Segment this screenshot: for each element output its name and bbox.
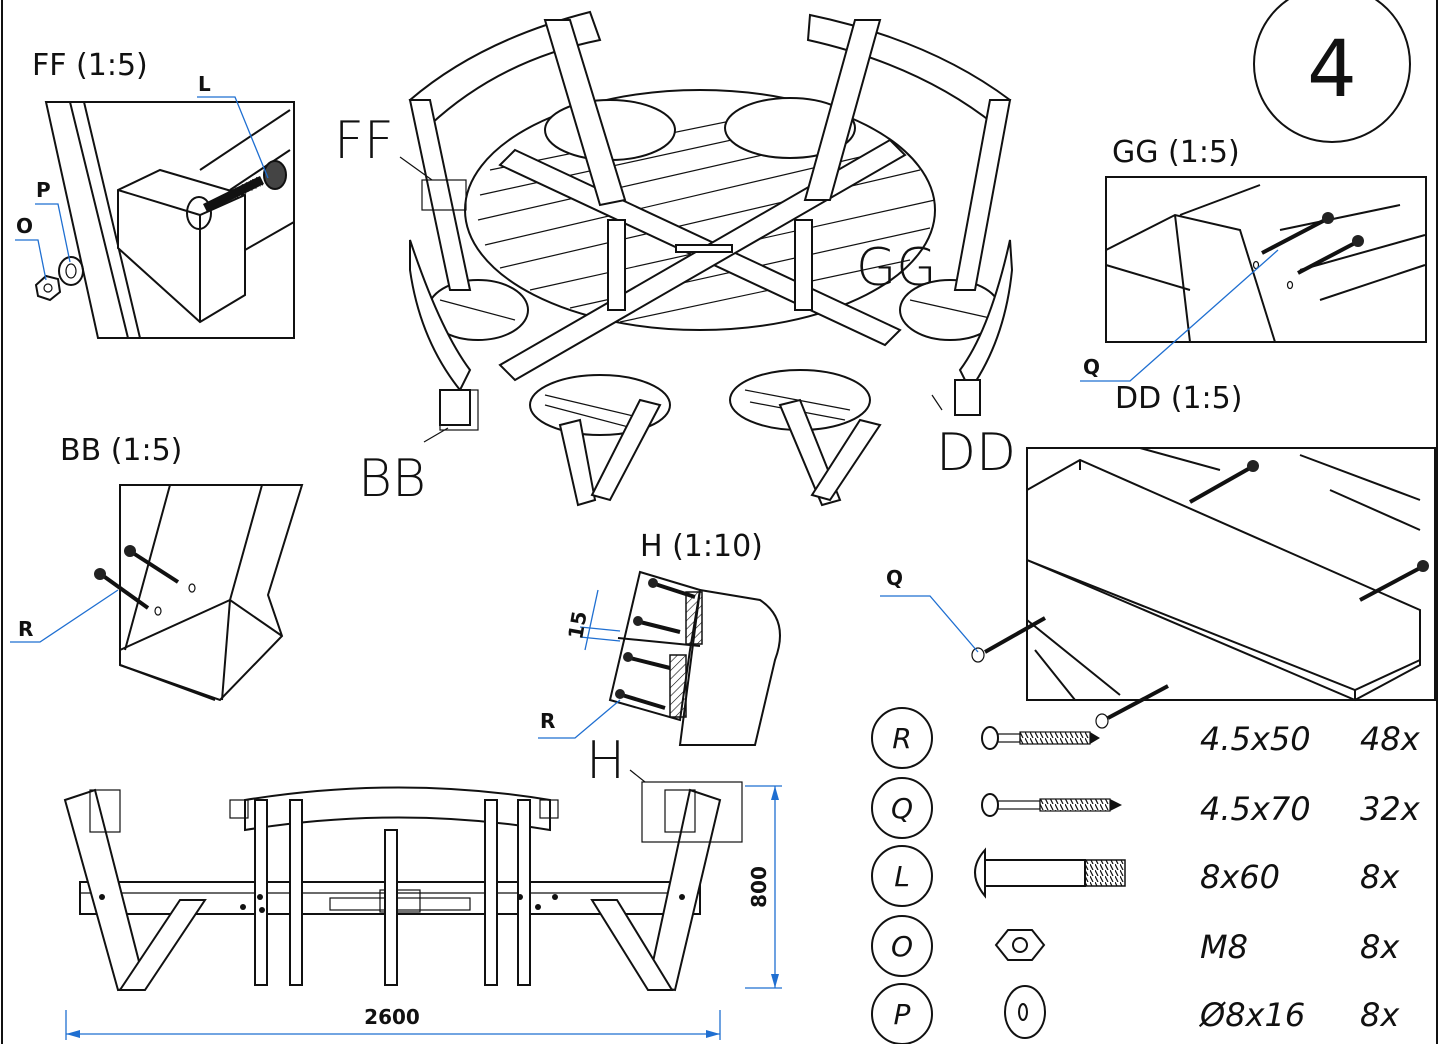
nut-icon (34, 274, 62, 302)
main-label-ff: FF (334, 111, 394, 171)
long-screw-icon (981, 793, 1122, 817)
front-view-height-dim: 800 (747, 866, 771, 908)
nut-icon (994, 929, 1046, 961)
main-label-dd: DD (936, 423, 1016, 483)
parts-row-l: L 8x60 8x (871, 845, 1400, 907)
parts-code-o: O (891, 930, 913, 963)
parts-row-p: P Ø8x16 8x (871, 983, 1400, 1044)
detail-ff-title: FF (1:5) (32, 48, 148, 83)
parts-size-q: 4.5x70 (1200, 790, 1311, 828)
step-number: 4 (1307, 25, 1357, 115)
detail-dd-title: DD (1:5) (1115, 381, 1242, 416)
main-label-h: H (586, 731, 625, 791)
screw-icon (981, 726, 1100, 750)
front-view-width-dim: 2600 (364, 1005, 420, 1029)
front-view: 2600 800 (63, 781, 782, 1040)
detail-bb: BB (1:5) R (10, 433, 304, 702)
parts-size-l: 8x60 (1200, 858, 1280, 896)
detail-bb-leader-r: R (18, 617, 33, 641)
parts-row-r: R 4.5x50 48x (871, 707, 1421, 769)
parts-qty-l: 8x (1360, 858, 1400, 896)
detail-dd-leader-q: Q (886, 566, 903, 590)
washer-icon (1004, 985, 1046, 1039)
parts-code-r: R (892, 722, 911, 755)
parts-code-p: P (894, 998, 911, 1031)
detail-bb-title: BB (1:5) (60, 433, 182, 468)
parts-qty-r: 48x (1360, 720, 1421, 758)
carriage-bolt-icon (974, 847, 1126, 899)
parts-size-o: M8 (1200, 928, 1248, 966)
detail-h: H (1:10) 15 R H (538, 529, 781, 791)
parts-qty-o: 8x (1360, 928, 1400, 966)
parts-code-q: Q (891, 792, 913, 825)
detail-ff-frame (44, 101, 295, 339)
detail-gg-title: GG (1:5) (1112, 135, 1240, 170)
parts-size-p: Ø8x16 (1198, 996, 1305, 1034)
detail-ff-leader-l: L (198, 72, 211, 96)
detail-h-title: H (1:10) (640, 529, 763, 564)
detail-h-dim-15: 15 (563, 609, 591, 641)
detail-ff-leader-p: P (36, 178, 51, 202)
detail-ff-leader-o: O (16, 214, 33, 238)
parts-qty-q: 32x (1360, 790, 1421, 828)
parts-row-q: Q 4.5x70 32x (871, 777, 1421, 839)
detail-gg-leader-q: Q (1083, 355, 1100, 379)
main-label-gg: GG (856, 238, 937, 298)
step-number-badge: 4 (1253, 0, 1411, 143)
detail-dd: DD (1:5) Q (880, 381, 1436, 729)
parts-table: R 4.5x50 48x Q 4.5x70 32x (871, 707, 1421, 1044)
parts-qty-p: 8x (1360, 996, 1400, 1034)
detail-ff: FF (1:5) L P O (15, 48, 295, 339)
parts-row-o: O M8 8x (871, 915, 1400, 977)
detail-h-leader-r: R (540, 709, 555, 733)
detail-gg: GG (1:5) Q (1080, 135, 1427, 382)
main-isometric-view: FF GG BB DD (334, 10, 1016, 509)
washer-icon (58, 256, 84, 286)
parts-size-r: 4.5x50 (1200, 720, 1311, 758)
parts-code-l: L (894, 860, 910, 893)
main-label-bb: BB (358, 449, 426, 509)
